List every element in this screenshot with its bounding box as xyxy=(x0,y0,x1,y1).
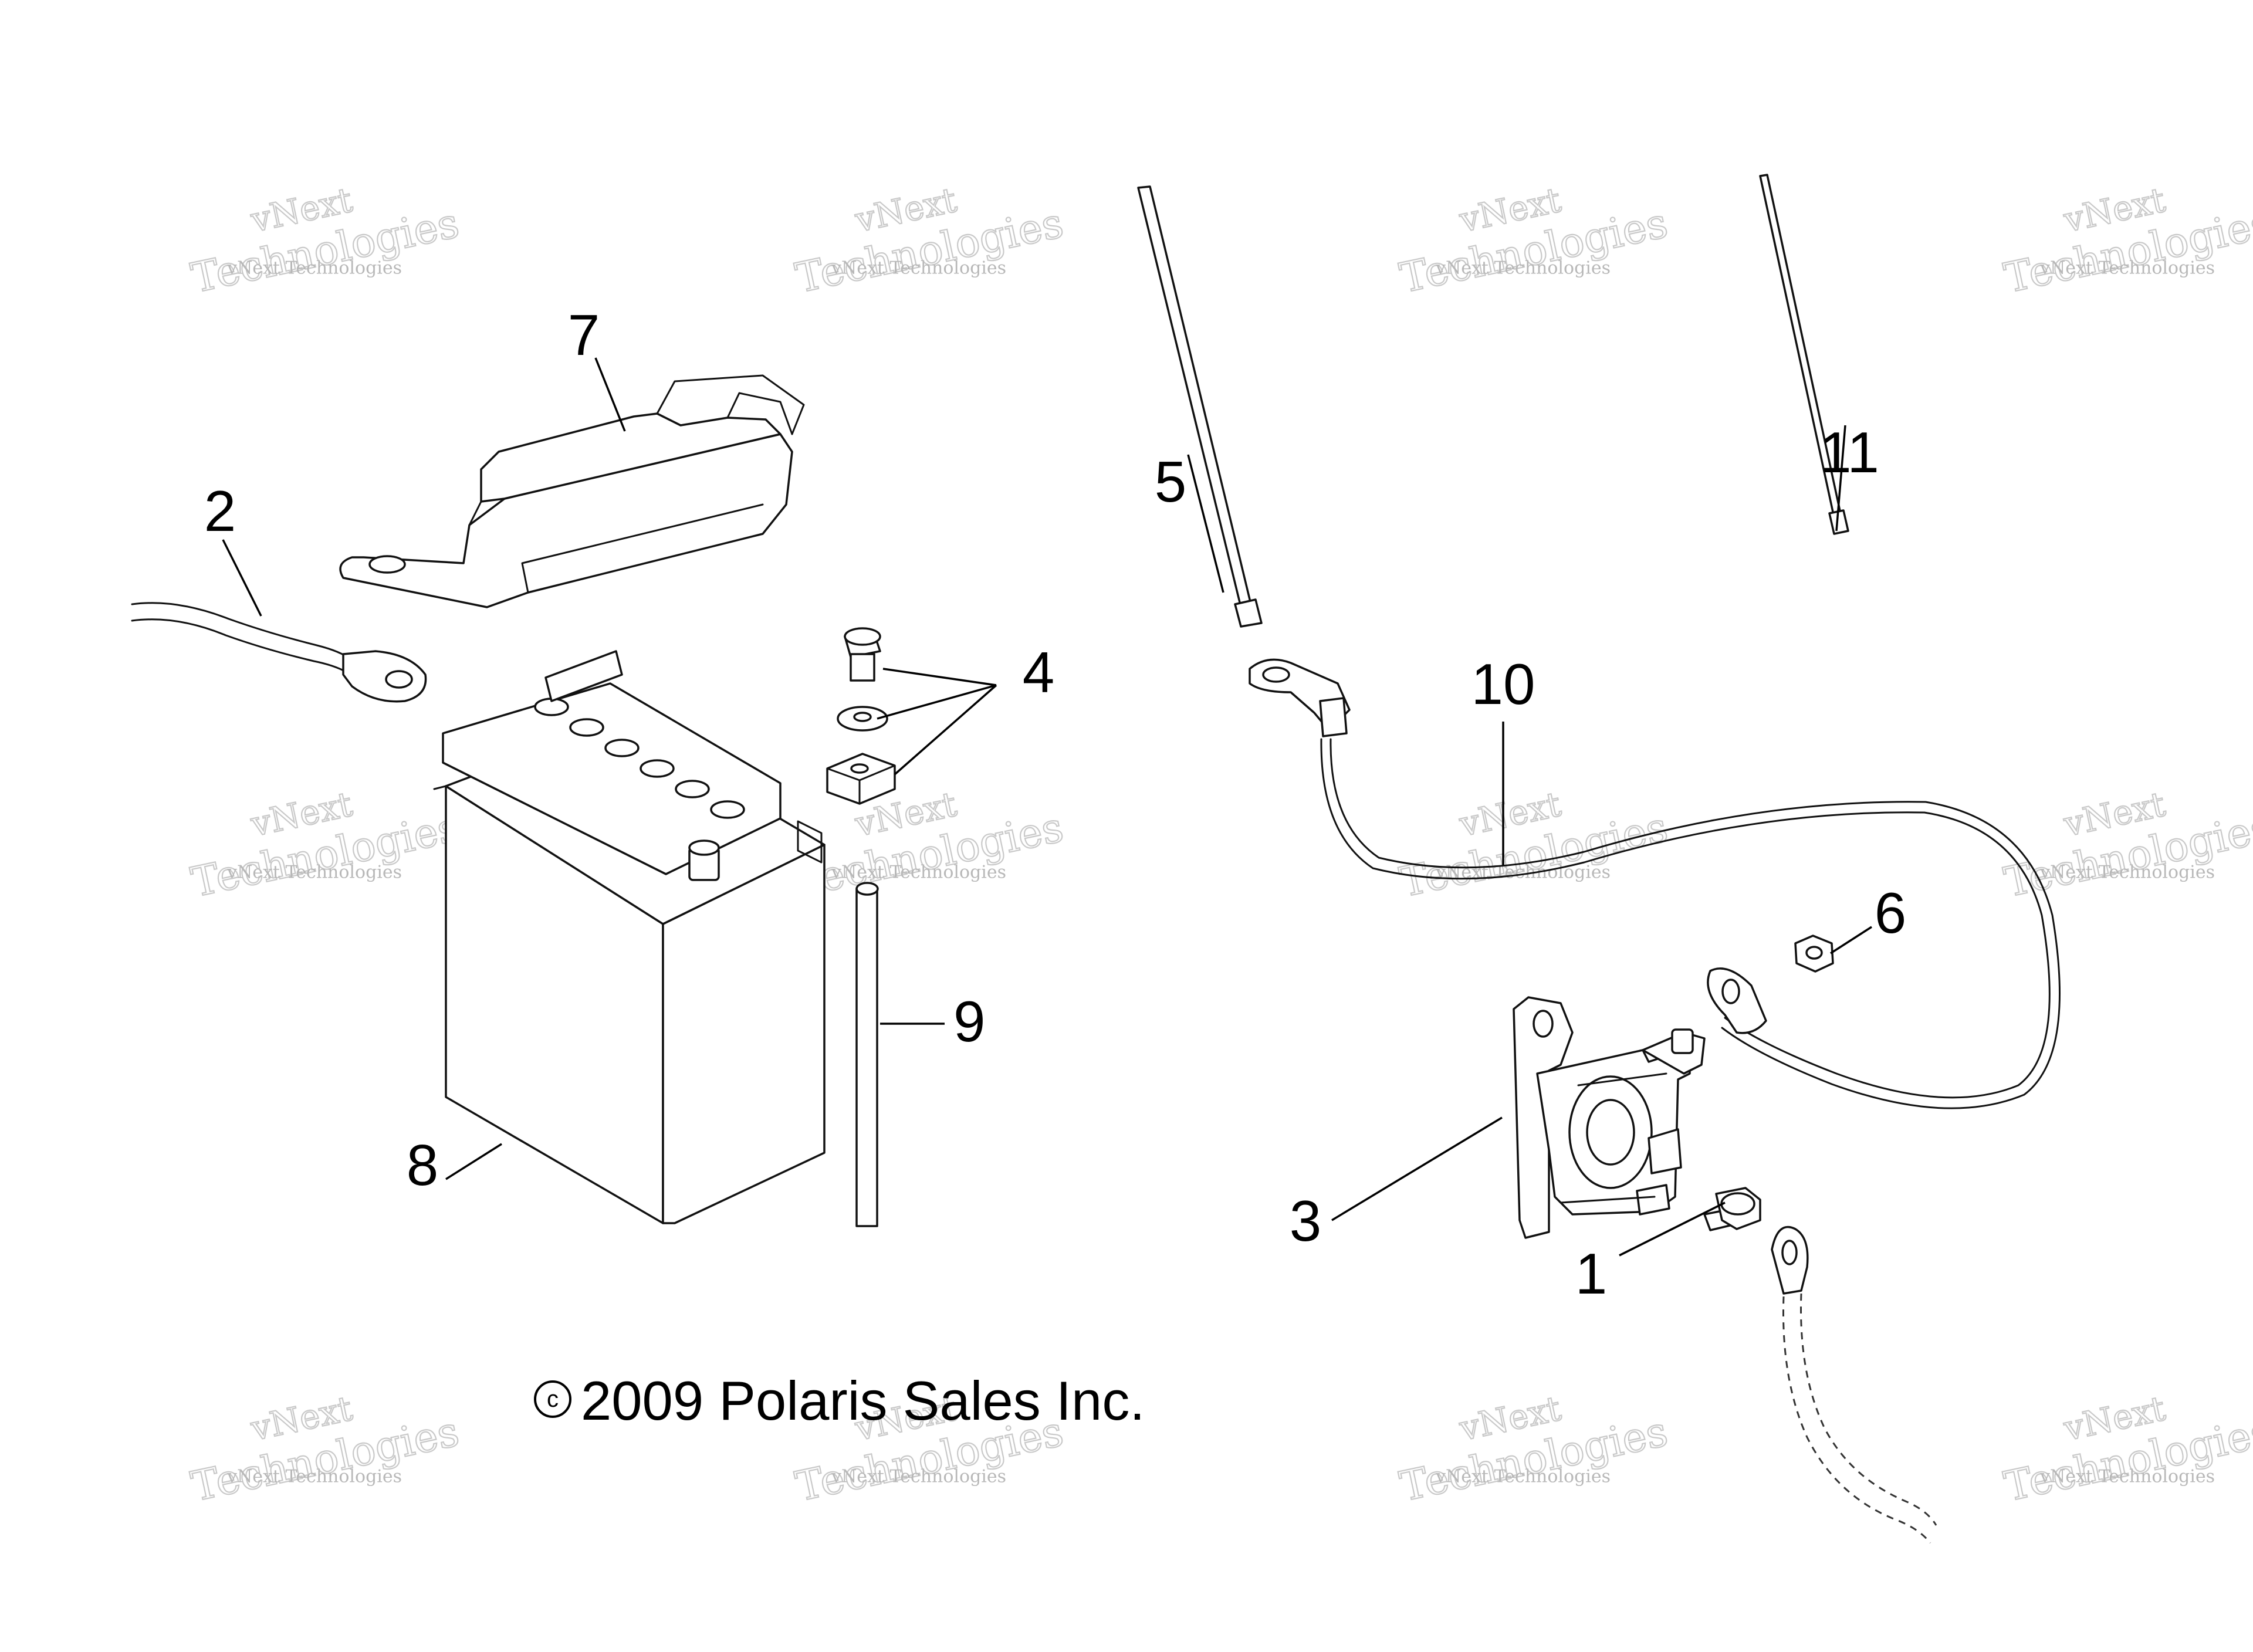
watermark-caption: vNext Technologies xyxy=(1435,258,1611,279)
watermark-caption: vNext Technologies xyxy=(831,862,1006,883)
dashed-cable xyxy=(1771,1226,1937,1543)
callout-1: 1 xyxy=(1575,1241,1608,1306)
part-6-nut xyxy=(1794,935,1834,973)
callout-4: 4 xyxy=(1023,640,1055,705)
callout-8: 8 xyxy=(407,1133,439,1197)
callout-7: 7 xyxy=(568,303,600,367)
part-3-solenoid xyxy=(1513,996,1706,1239)
copyright-text: 2009 Polaris Sales Inc. xyxy=(581,1370,1145,1431)
callout-9: 9 xyxy=(953,989,986,1054)
watermark-caption: vNext Technologies xyxy=(2039,258,2215,279)
part-9-vent-tube xyxy=(855,882,879,1227)
watermark-caption: vNext Technologies xyxy=(2039,862,2215,883)
callout-6: 6 xyxy=(1875,881,1907,945)
part-8-battery xyxy=(433,650,826,1224)
watermark-caption: vNext Technologies xyxy=(226,862,402,883)
watermark-caption: vNext Technologies xyxy=(831,258,1006,279)
part-2-cable xyxy=(131,602,427,703)
part-7-bracket xyxy=(339,374,805,608)
copyright-notice: c 2009 Polaris Sales Inc. xyxy=(534,1370,1145,1431)
part-4-hardware xyxy=(826,627,896,805)
watermark-caption: vNext Technologies xyxy=(226,258,402,279)
watermark-caption: vNext Technologies xyxy=(831,1467,1006,1487)
watermark-caption: vNext Technologies xyxy=(1435,862,1611,883)
watermark-caption: vNext Technologies xyxy=(2039,1467,2215,1487)
callout-5: 5 xyxy=(1155,449,1187,514)
part-10-cable xyxy=(1249,658,2061,1109)
leader-lines xyxy=(222,357,1872,1257)
copyright-symbol: c xyxy=(547,1386,559,1412)
watermark-caption: vNext Technologies xyxy=(226,1467,402,1487)
callout-3: 3 xyxy=(1290,1189,1322,1253)
callout-2: 2 xyxy=(204,479,236,543)
callout-10: 10 xyxy=(1471,652,1535,716)
callout-labels: 7 2 4 5 11 10 6 9 8 3 1 xyxy=(204,303,1907,1306)
callout-11: 11 xyxy=(1819,420,1879,485)
part-11-cable-tie xyxy=(1759,174,1849,535)
watermark-caption: vNext Technologies xyxy=(1435,1467,1611,1487)
part-5-cable-tie xyxy=(1137,185,1263,628)
part-1-bolt xyxy=(1703,1187,1761,1231)
